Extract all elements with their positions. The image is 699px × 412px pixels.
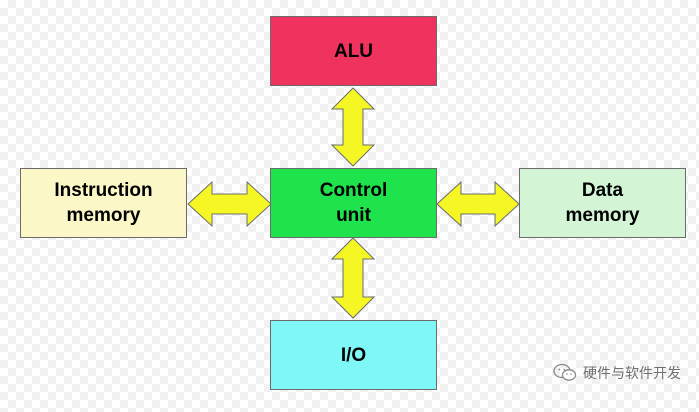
node-control-unit: Control unit: [270, 168, 437, 238]
wechat-icon: [553, 363, 577, 383]
node-alu: ALU: [270, 16, 437, 86]
node-data-memory: Data memory: [519, 168, 686, 238]
arrow-data-control: [436, 180, 520, 228]
arrow-alu-control: [330, 87, 376, 167]
node-instruction-memory: Instruction memory: [20, 168, 187, 238]
watermark: 硬件与软件开发: [553, 363, 681, 383]
watermark-text: 硬件与软件开发: [583, 366, 681, 382]
arrow-instruction-control: [187, 180, 272, 228]
arrow-io-control: [330, 237, 376, 319]
node-io: I/O: [270, 320, 437, 390]
